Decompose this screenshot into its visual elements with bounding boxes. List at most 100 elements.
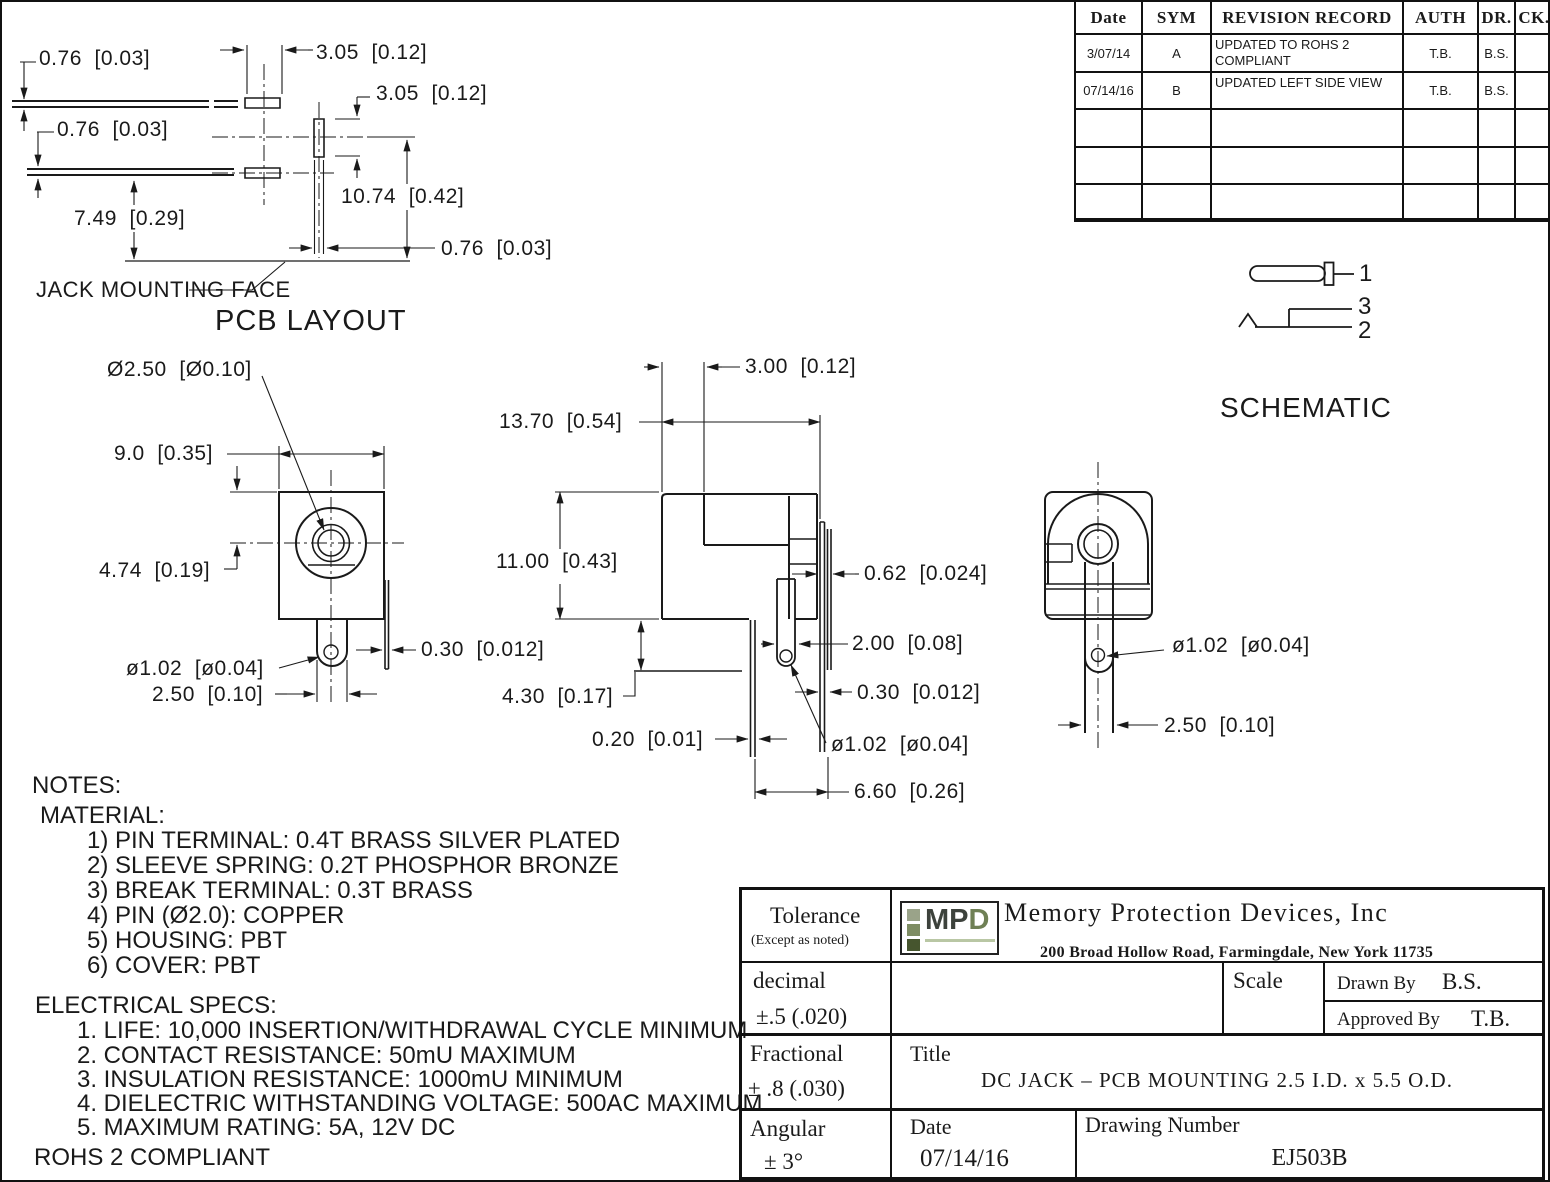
- fractional-value: ± .8 (.030): [748, 1076, 845, 1101]
- material-item: 1) PIN TERMINAL: 0.4T BRASS SILVER PLATE…: [87, 827, 621, 854]
- titleblock-divider: [742, 1108, 1542, 1111]
- angular-label: Angular: [750, 1116, 826, 1141]
- dim-plate-thickness: 0.30 [0.012]: [419, 638, 547, 661]
- rev-empty-cell: [1143, 110, 1212, 148]
- dim-body-height: 11.00 [0.43]: [494, 550, 620, 573]
- electrical-item: 2. CONTACT RESISTANCE: 50mU MAXIMUM: [77, 1042, 576, 1069]
- electrical-heading: ELECTRICAL SPECS:: [35, 992, 277, 1019]
- rev-empty-cell: [1479, 110, 1516, 148]
- electrical-item: 1. LIFE: 10,000 INSERTION/WITHDRAWAL CYC…: [77, 1017, 748, 1044]
- front-view: [224, 375, 416, 704]
- drawing-number-value: EJ503B: [1271, 1145, 1348, 1171]
- dim-break-terminal: 0.20 [0.01]: [590, 728, 706, 751]
- dim-pad-length-top: 3.05 [0.12]: [314, 41, 430, 64]
- rev-empty-cell: [1076, 148, 1143, 185]
- electrical-item: 5. MAXIMUM RATING: 5A, 12V DC: [77, 1114, 456, 1141]
- tolerance-label: Tolerance: [770, 903, 861, 928]
- titleblock-divider: [742, 1033, 1542, 1036]
- schematic-pin1-label: 1: [1359, 260, 1373, 287]
- material-item: 4) PIN (Ø2.0): COPPER: [87, 902, 345, 929]
- side-view: [555, 362, 859, 799]
- dim-front-pin-width: 2.50 [0.10]: [150, 683, 266, 706]
- dim-front-pin-hole: ø1.02 [ø0.04]: [124, 657, 266, 680]
- pcb-layout-view: [12, 45, 435, 291]
- dim-face-to-center: 10.74 [0.42]: [339, 185, 467, 208]
- jack-mounting-face-label: JACK MOUNTING FACE: [36, 277, 291, 302]
- rev-row-record: UPDATED TO ROHS 2 COMPLIANT: [1212, 35, 1404, 73]
- electrical-item: 3. INSULATION RESISTANCE: 1000mU MINIMUM: [77, 1066, 623, 1093]
- dim-trace-width-bottom: 0.76 [0.03]: [55, 118, 171, 141]
- dim-flange-thickness: 0.62 [0.024]: [862, 562, 990, 585]
- titleblock-divider: [890, 890, 892, 1177]
- tolerance-note: (Except as noted): [751, 933, 849, 948]
- revision-table: Date SYM REVISION RECORD AUTH DR. CK. 3/…: [1074, 2, 1548, 222]
- title-block: Tolerance (Except as noted) MPD Memory P…: [739, 887, 1545, 1180]
- decimal-value: ±.5 (.020): [756, 1004, 848, 1029]
- rev-header-ck: CK.: [1516, 2, 1548, 35]
- rev-empty-cell: [1076, 110, 1143, 148]
- approved-by-value: T.B.: [1471, 1006, 1511, 1031]
- logo-square-3: [907, 939, 920, 951]
- rev-header-date: Date: [1076, 2, 1143, 35]
- schematic-pin-symbol: [1249, 265, 1326, 282]
- rev-empty-cell: [1479, 148, 1516, 185]
- rev-empty-cell: [1404, 148, 1479, 185]
- titleblock-divider: [742, 961, 1542, 963]
- fractional-label: Fractional: [750, 1041, 844, 1066]
- rev-empty-cell: [1516, 148, 1548, 185]
- dim-tab-width: 3.00 [0.12]: [743, 355, 859, 378]
- dim-barrel-diameter: Ø2.50 [Ø0.10]: [105, 358, 254, 381]
- rev-row-dr: B.S.: [1479, 35, 1516, 73]
- rev-header-auth: AUTH: [1404, 2, 1479, 35]
- drawn-by-label: Drawn By: [1337, 973, 1416, 994]
- electrical-item: 4. DIELECTRIC WITHSTANDING VOLTAGE: 500A…: [77, 1090, 763, 1117]
- dim-trace-width-top: 0.76 [0.03]: [37, 47, 153, 70]
- logo-underline: [925, 939, 995, 942]
- rev-row-date: 07/14/16: [1076, 73, 1143, 110]
- rev-empty-cell: [1212, 148, 1404, 185]
- rev-row-sym: A: [1143, 35, 1212, 73]
- rev-header-sym: SYM: [1143, 2, 1212, 35]
- notes-heading: NOTES:: [32, 772, 122, 799]
- schematic-switch-symbol: [1238, 308, 1352, 328]
- dim-pin-standoff: 4.30 [0.17]: [500, 685, 616, 708]
- titleblock-divider: [1075, 1108, 1077, 1177]
- dim-terminal-thickness: 0.30 [0.012]: [855, 681, 983, 704]
- rev-empty-cell: [1212, 110, 1404, 148]
- dim-left-pin-hole: ø1.02 [ø0.04]: [1170, 634, 1312, 657]
- material-item: 5) HOUSING: PBT: [87, 927, 288, 954]
- titleblock-divider: [1323, 961, 1325, 1035]
- rev-row-date: 3/07/14: [1076, 35, 1143, 73]
- dim-left-pin-width: 2.50 [0.10]: [1162, 714, 1278, 737]
- dim-slot-width: 0.76 [0.03]: [439, 237, 555, 260]
- approved-by-label: Approved By: [1337, 1009, 1440, 1030]
- dim-side-pin-hole: ø1.02 [ø0.04]: [829, 733, 971, 756]
- date-label: Date: [910, 1114, 952, 1139]
- titleblock-divider: [1323, 1000, 1542, 1002]
- schematic-pin3-label: 3: [1358, 293, 1372, 320]
- left-side-view: [1044, 462, 1165, 750]
- rev-row-auth: T.B.: [1404, 73, 1479, 110]
- logo-square-2: [907, 924, 920, 936]
- rev-empty-cell: [1516, 185, 1548, 220]
- dim-center-height: 4.74 [0.19]: [97, 559, 213, 582]
- dim-overall-depth: 13.70 [0.54]: [497, 410, 625, 433]
- logo-square-1: [907, 909, 920, 921]
- dim-body-width: 9.0 [0.35]: [112, 442, 215, 465]
- rev-empty-cell: [1404, 185, 1479, 220]
- dim-side-pin-width: 2.00 [0.08]: [850, 632, 966, 655]
- rev-row-dr: B.S.: [1479, 73, 1516, 110]
- rev-empty-cell: [1143, 185, 1212, 220]
- rev-header-record: REVISION RECORD: [1212, 2, 1404, 35]
- dim-pin-pitch: 6.60 [0.26]: [852, 780, 968, 803]
- rev-row-ck: [1516, 35, 1548, 73]
- rev-row-sym: B: [1143, 73, 1212, 110]
- schematic-symbols: [1238, 261, 1354, 328]
- rev-empty-cell: [1212, 185, 1404, 220]
- rev-empty-cell: [1479, 185, 1516, 220]
- titleblock-divider: [1222, 961, 1224, 1035]
- rev-empty-cell: [1143, 148, 1212, 185]
- pcb-layout-title: PCB LAYOUT: [215, 305, 407, 337]
